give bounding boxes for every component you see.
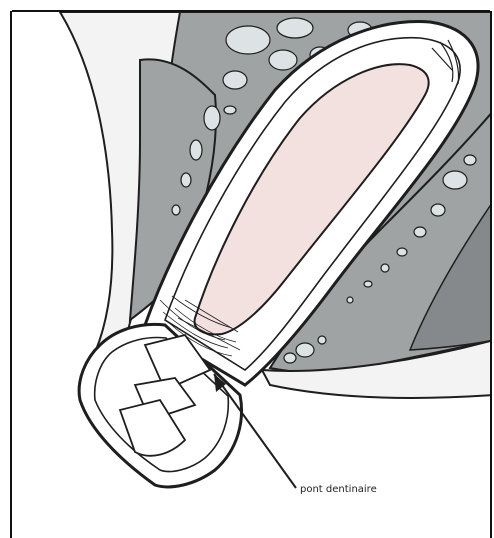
callout-label: pont dentinaire [300, 484, 377, 495]
